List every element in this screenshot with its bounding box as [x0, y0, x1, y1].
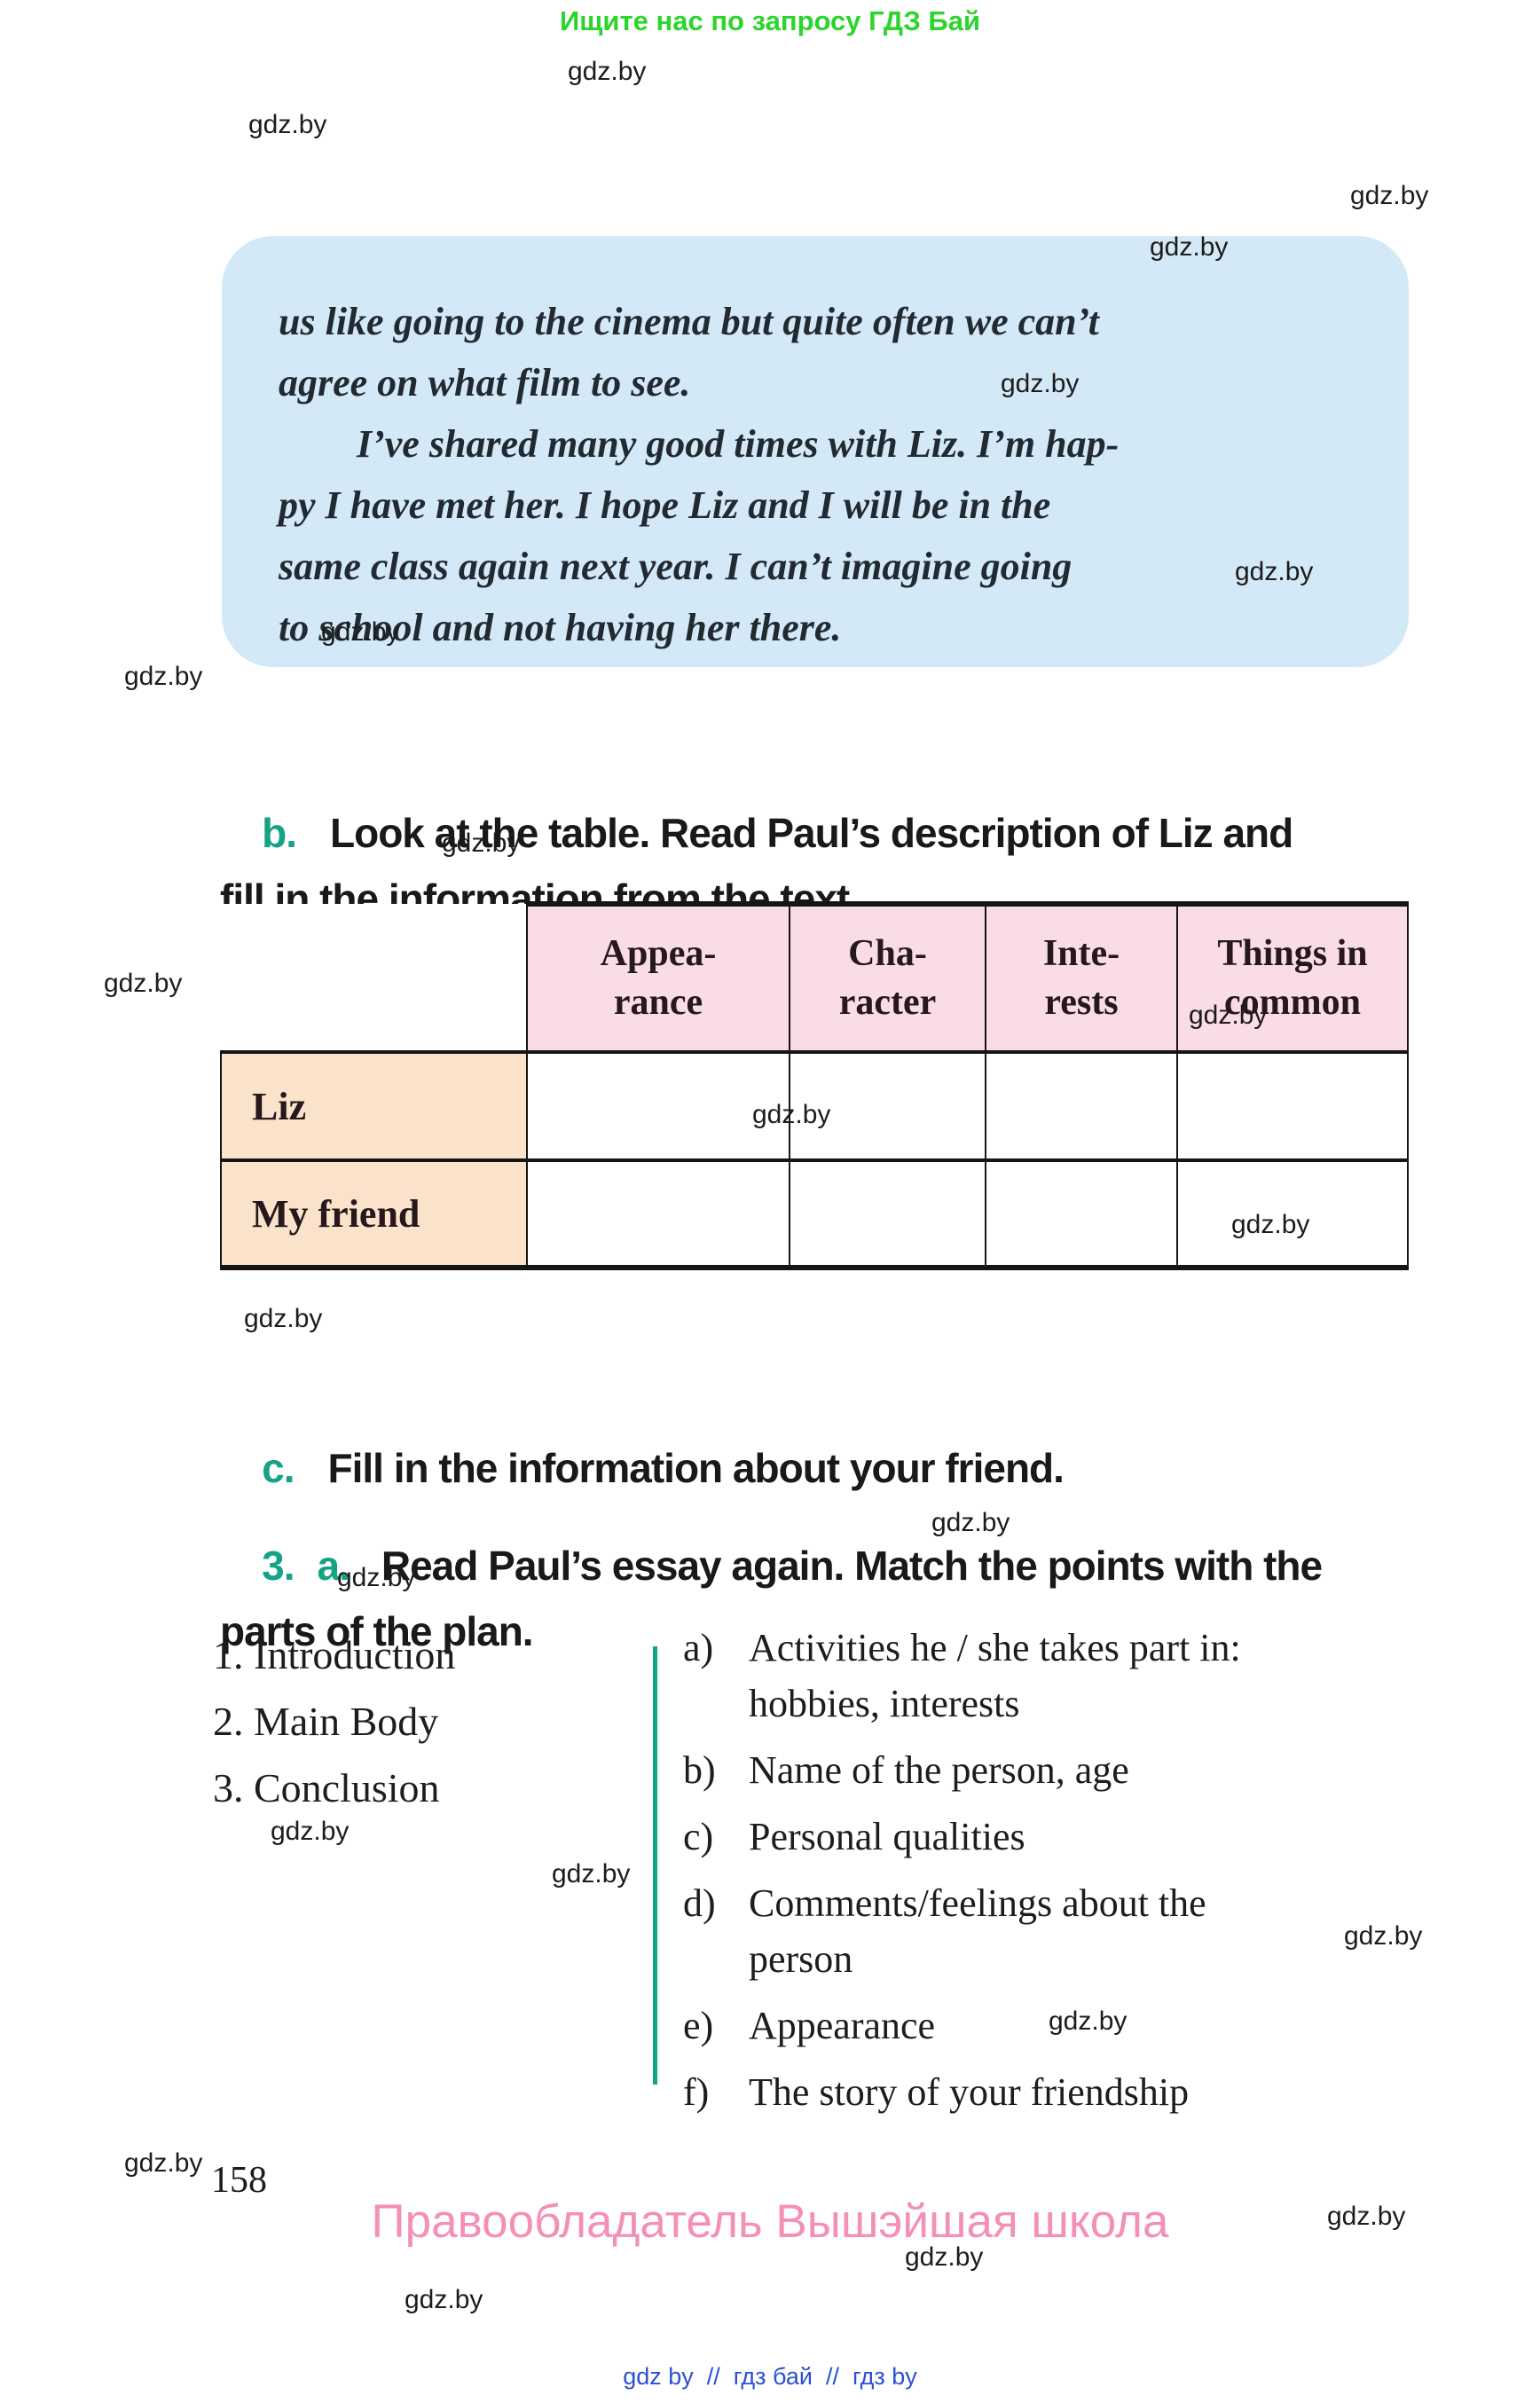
section-b-label: b.: [262, 810, 297, 856]
section-c-text: Fill in the information about your frien…: [327, 1445, 1065, 1491]
plan-point-label: b): [683, 1748, 716, 1792]
exercise-number-label: 3.: [262, 1543, 295, 1589]
section-3a-text: Read Paul’s essay again. Match the point…: [220, 1543, 1323, 1654]
row-label-liz: Liz: [220, 1050, 528, 1161]
column-header-interests: Inte- rests: [985, 901, 1178, 1053]
essay-text: us like going to the cinema but quite of…: [279, 300, 1120, 649]
essay-text-box: us like going to the cinema but quite of…: [222, 236, 1409, 667]
table-header-row: Appea- rance Cha- racter Inte- rests Thi…: [221, 901, 1409, 1053]
plan-point-label: e): [683, 2004, 714, 2047]
plan-part-item: 2. Main Body: [213, 1699, 439, 1744]
plan-point-text: Name of the person, age: [749, 1748, 1129, 1792]
plan-point-label: d): [683, 1881, 716, 1925]
watermark: gdz.by: [248, 110, 327, 139]
plan-point-item: e) Appearance: [683, 1998, 1437, 2054]
watermark: gdz.by: [124, 662, 203, 691]
plan-part-item: 3. Conclusion: [213, 1765, 440, 1810]
plan-point-item: f) The story of your friendship: [683, 2064, 1437, 2120]
section-a-label: a.: [317, 1543, 350, 1589]
empty-cell: [526, 1050, 790, 1161]
plan-point-text: The story of your friendship: [749, 2070, 1190, 2114]
plan-point-label: a): [683, 1626, 714, 1669]
section-3a-heading: 3. a.Read Paul’s essay again. Match the p…: [220, 1467, 1435, 1730]
watermark: gdz.by: [244, 1304, 323, 1333]
plan-part-item: 1. Introduction: [213, 1632, 456, 1677]
watermark: gdz.by: [1350, 181, 1429, 210]
plan-point-label: f): [683, 2070, 710, 2114]
watermark: gdz.by: [104, 969, 183, 998]
empty-cell: [985, 1050, 1178, 1161]
empty-cell: [789, 1050, 986, 1161]
watermark: gdz.by: [405, 2285, 483, 2314]
plan-point-text: Comments/feelings about the person: [749, 1881, 1206, 1981]
page-number: 158: [211, 2160, 267, 2201]
plan-point-item: d) Comments/feelings about the person: [683, 1875, 1437, 1987]
table-row-liz: Liz: [220, 1050, 1409, 1161]
empty-cell: [1176, 1158, 1409, 1270]
empty-cell: [985, 1158, 1178, 1270]
plan-point-text: Appearance: [749, 2004, 936, 2047]
copyright-text: Правообладатель Вышэйшая школа: [371, 2195, 1169, 2248]
top-promo-text: Ищите нас по запросу ГДЗ Бай: [559, 5, 981, 36]
empty-cell: [789, 1158, 986, 1270]
section-c-label: c.: [262, 1445, 295, 1491]
column-header-character: Cha- racter: [789, 901, 986, 1053]
watermark: gdz.by: [568, 57, 647, 86]
row-label-my-friend: My friend: [220, 1158, 528, 1270]
watermark: gdz.by: [124, 2148, 203, 2178]
empty-cell: [1176, 1050, 1409, 1161]
column-header-appearance: Appea- rance: [526, 901, 790, 1053]
plan-point-item: a) Activities he / she takes part in: ho…: [683, 1620, 1437, 1732]
plan-point-item: b) Name of the person, age: [683, 1742, 1437, 1798]
table-corner-cell: [221, 904, 527, 1052]
table-row-my-friend: My friend: [220, 1158, 1409, 1270]
plan-point-label: c): [683, 1815, 714, 1858]
plan-divider-line: [653, 1646, 657, 2085]
plan-points-list: a) Activities he / she takes part in: ho…: [683, 1620, 1437, 2131]
empty-cell: [526, 1158, 790, 1270]
footer-links[interactable]: gdz by // гдз бай // гдз by: [623, 2363, 917, 2390]
plan-point-item: c) Personal qualities: [683, 1809, 1437, 1865]
plan-parts-list: 1. Introduction 2. Main Body 3. Conclusi…: [213, 1627, 455, 1826]
column-header-things-in-common: Things in common: [1176, 901, 1409, 1053]
liz-friend-table: Appea- rance Cha- racter Inte- rests Thi…: [220, 901, 1409, 1270]
watermark: gdz.by: [552, 1859, 631, 1889]
plan-point-text: Activities he / she takes part in: hobbi…: [749, 1626, 1241, 1725]
plan-point-text: Personal qualities: [749, 1815, 1025, 1858]
section-c-heading: c. Fill in the information about your fri…: [220, 1370, 1435, 1567]
